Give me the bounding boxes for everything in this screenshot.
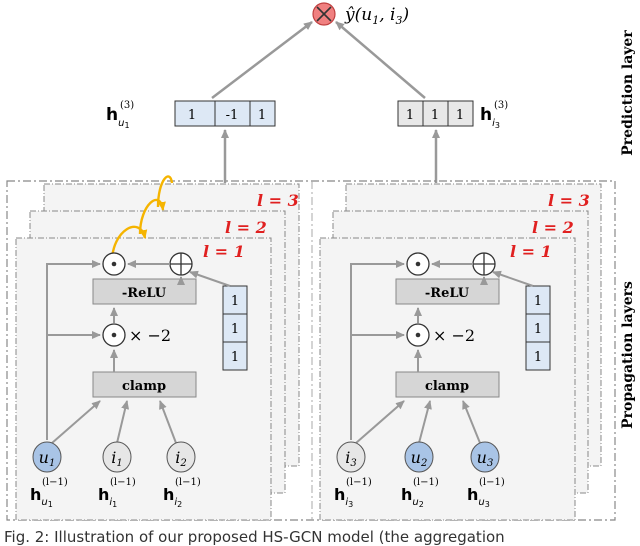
right-layer-1-label: l = 1 bbox=[510, 242, 552, 261]
svg-text:1: 1 bbox=[431, 108, 439, 123]
svg-text:(l−1): (l−1) bbox=[110, 477, 136, 488]
svg-text:1: 1 bbox=[231, 322, 239, 337]
right-embedding-sup: (3) bbox=[494, 100, 508, 111]
output-label: ŷ(u1, i3) bbox=[344, 5, 409, 27]
svg-text:1: 1 bbox=[406, 108, 414, 123]
svg-text:1: 1 bbox=[231, 350, 239, 365]
svg-text:1: 1 bbox=[456, 108, 464, 123]
svg-text:1: 1 bbox=[231, 294, 239, 309]
left-embedding-vector: 1 -1 1 bbox=[174, 100, 276, 127]
prediction-layer-label: Prediction layer bbox=[620, 30, 636, 156]
left-layer-2-label: l = 2 bbox=[225, 218, 267, 237]
svg-text:(l−1): (l−1) bbox=[479, 477, 505, 488]
right-add-op bbox=[472, 252, 496, 276]
svg-text:-ReLU: -ReLU bbox=[425, 286, 470, 301]
svg-text:1: 1 bbox=[258, 108, 266, 123]
svg-text:1: 1 bbox=[534, 322, 542, 337]
left-hadamard-top bbox=[102, 252, 126, 276]
output-node bbox=[312, 2, 336, 26]
right-clamp-box bbox=[395, 371, 500, 398]
svg-text:u1: u1 bbox=[39, 448, 56, 469]
right-embedding-vector: 1 1 1 bbox=[397, 100, 474, 127]
left-node-i1: i1 bbox=[102, 441, 132, 473]
svg-text:(l−1): (l−1) bbox=[175, 477, 201, 488]
left-to-output-edge bbox=[211, 21, 313, 99]
svg-text:(l−1): (l−1) bbox=[346, 477, 372, 488]
svg-text:clamp: clamp bbox=[122, 379, 166, 394]
right-to-output-edge bbox=[335, 21, 426, 99]
propagation-layers-label: Propagation layers bbox=[620, 281, 636, 429]
right-hadamard-mid bbox=[406, 323, 430, 347]
left-side-vector: 1 1 1 bbox=[222, 285, 248, 371]
svg-text:1: 1 bbox=[534, 350, 542, 365]
right-tower: l = 3 l = 2 l = 1 -ReLU 1 1 1 × −2 bbox=[319, 183, 602, 521]
right-layer-2-label: l = 2 bbox=[532, 218, 574, 237]
right-layer-3-label: l = 3 bbox=[548, 191, 590, 210]
right-side-vector: 1 1 1 bbox=[525, 285, 551, 371]
figure-caption: Fig. 2: Illustration of our proposed HS-… bbox=[4, 528, 505, 546]
left-node-u1: u1 bbox=[32, 441, 62, 473]
svg-text:u2: u2 bbox=[411, 448, 428, 469]
right-hadamard-top bbox=[406, 252, 430, 276]
left-layer-1-label: l = 1 bbox=[203, 242, 245, 261]
svg-text:1: 1 bbox=[534, 294, 542, 309]
svg-text:clamp: clamp bbox=[425, 379, 469, 394]
left-hadamard-mid bbox=[102, 323, 126, 347]
right-times-label: × −2 bbox=[433, 326, 475, 345]
hs-gcn-diagram: ŷ(u1, i3) hu1 (3) 1 -1 1 1 1 1 hi3 (3) P… bbox=[6, 2, 636, 521]
right-embedding-label: hi3 bbox=[480, 105, 500, 130]
left-tower: l = 3 l = 2 l = 1 -ReLU 1 1 bbox=[15, 175, 300, 521]
right-node-i3: i3 bbox=[336, 441, 366, 473]
svg-text:u3: u3 bbox=[477, 448, 494, 469]
svg-text:1: 1 bbox=[188, 108, 196, 123]
left-embedding-sup: (3) bbox=[120, 100, 134, 111]
svg-text:(l−1): (l−1) bbox=[42, 477, 68, 488]
svg-text:i2: i2 bbox=[175, 448, 187, 469]
right-node-u3: u3 bbox=[470, 441, 500, 473]
svg-text:i1: i1 bbox=[111, 448, 123, 469]
right-node-u2: u2 bbox=[404, 441, 434, 473]
svg-text:-1: -1 bbox=[226, 108, 239, 123]
svg-text:i3: i3 bbox=[345, 448, 357, 469]
propagation-container bbox=[6, 180, 616, 521]
left-node-i2: i2 bbox=[166, 441, 196, 473]
left-embedding-label: hu1 bbox=[106, 105, 130, 130]
svg-text:-ReLU: -ReLU bbox=[122, 286, 167, 301]
left-layer-3-label: l = 3 bbox=[257, 191, 299, 210]
left-times-label: × −2 bbox=[129, 326, 171, 345]
left-clamp-box bbox=[92, 371, 197, 398]
svg-text:(l−1): (l−1) bbox=[413, 477, 439, 488]
left-add-op bbox=[169, 252, 193, 276]
